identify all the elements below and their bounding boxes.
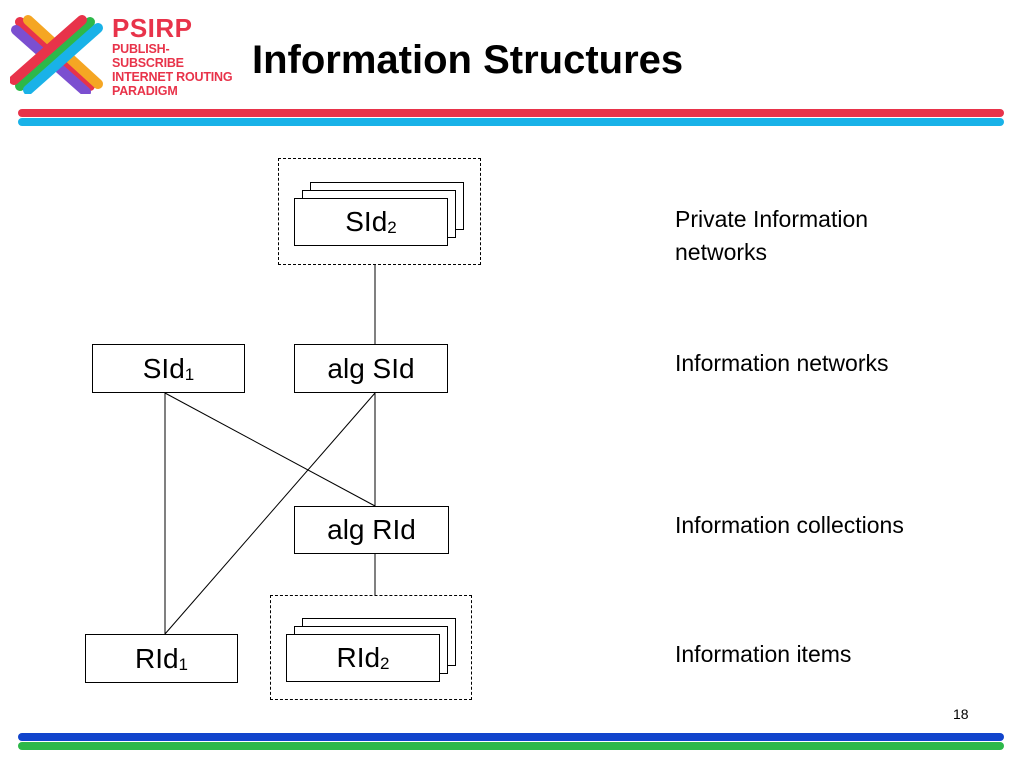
logo-text: PSIRP PUBLISH-SUBSCRIBE INTERNET ROUTING… [112,14,240,98]
layer-label-items: Information items [675,641,852,667]
page-number: 18 [953,706,969,722]
link-sid1-algrid [164,392,376,507]
layer-label-collections: Information collections [675,512,904,538]
rid2-dashed-group [270,595,472,700]
layer-label-private-networks: Private Information networks [675,206,869,265]
node-rid1-subscript: 1 [178,654,189,674]
psirp-cross-icon [9,15,103,97]
node-rid2-label: RId [336,642,381,673]
node-sid2-label: SId [345,206,388,237]
link-algsid-rid1 [164,392,376,635]
node-sid1-label: SId [142,352,185,384]
psirp-logo: PSIRP PUBLISH-SUBSCRIBE INTERNET ROUTING… [9,14,240,98]
logo-line-3: PARADIGM [112,84,178,98]
header-stripe-red [18,109,1004,117]
node-alg-rid-label: alg RId [327,514,416,545]
node-alg-sid: alg SId [294,344,448,393]
node-alg-sid-label: alg SId [327,352,415,384]
node-sid1-subscript: 1 [184,364,195,384]
node-rid1-label: RId [134,642,179,674]
footer-stripe-green [18,742,1004,750]
layer-label-networks: Information networks [675,350,889,376]
sid2-dashed-group [278,158,481,265]
logo-title: PSIRP [112,13,193,43]
logo-line-1: PUBLISH-SUBSCRIBE [112,42,184,70]
header-stripe-cyan [18,118,1004,126]
slide-title: Information Structures [252,38,684,82]
node-alg-rid: alg RId [294,506,449,554]
node-sid2-subscript: 2 [387,218,397,237]
node-rid2-subscript: 2 [380,654,390,673]
logo-line-2: INTERNET ROUTING [112,70,233,84]
footer-stripe-blue [18,733,1004,741]
